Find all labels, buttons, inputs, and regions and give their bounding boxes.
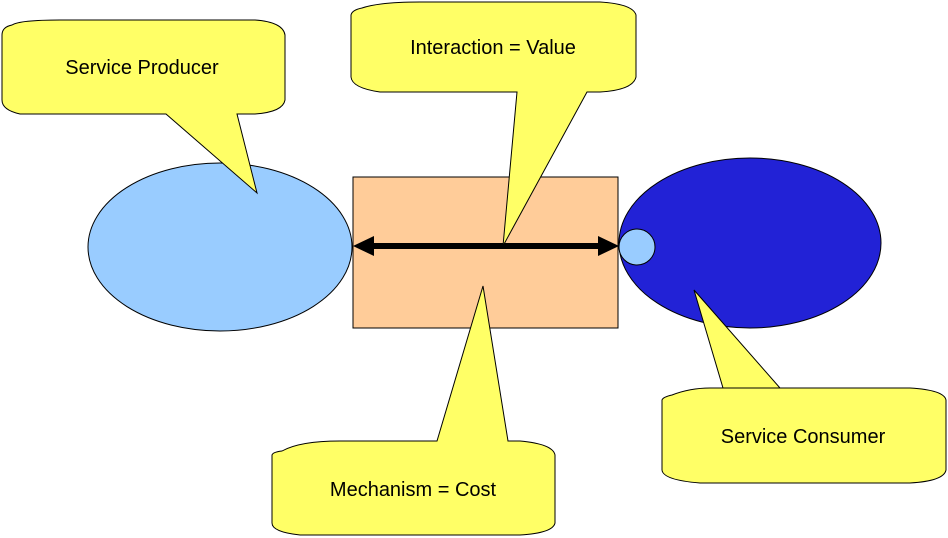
consumer-port-circle	[618, 228, 656, 266]
callout-mechanism-cost[interactable]: Mechanism = Cost	[271, 285, 556, 536]
callout-interaction-value-text: Interaction = Value	[410, 37, 576, 59]
callout-service-producer[interactable]: Service Producer	[1, 19, 286, 195]
callout-service-producer-text: Service Producer	[65, 57, 219, 79]
service-producer-ellipse[interactable]	[87, 162, 353, 332]
interaction-arrow	[353, 236, 619, 256]
service-consumer-ellipse[interactable]	[618, 157, 882, 329]
arrow-head-right-icon	[598, 236, 619, 256]
callout-mechanism-cost-text: Mechanism = Cost	[330, 479, 497, 501]
callout-service-consumer[interactable]: Service Consumer	[661, 289, 947, 484]
callout-service-consumer-text: Service Consumer	[721, 426, 886, 448]
callout-interaction-value[interactable]: Interaction = Value	[350, 1, 637, 247]
arrow-head-left-icon	[353, 236, 374, 256]
